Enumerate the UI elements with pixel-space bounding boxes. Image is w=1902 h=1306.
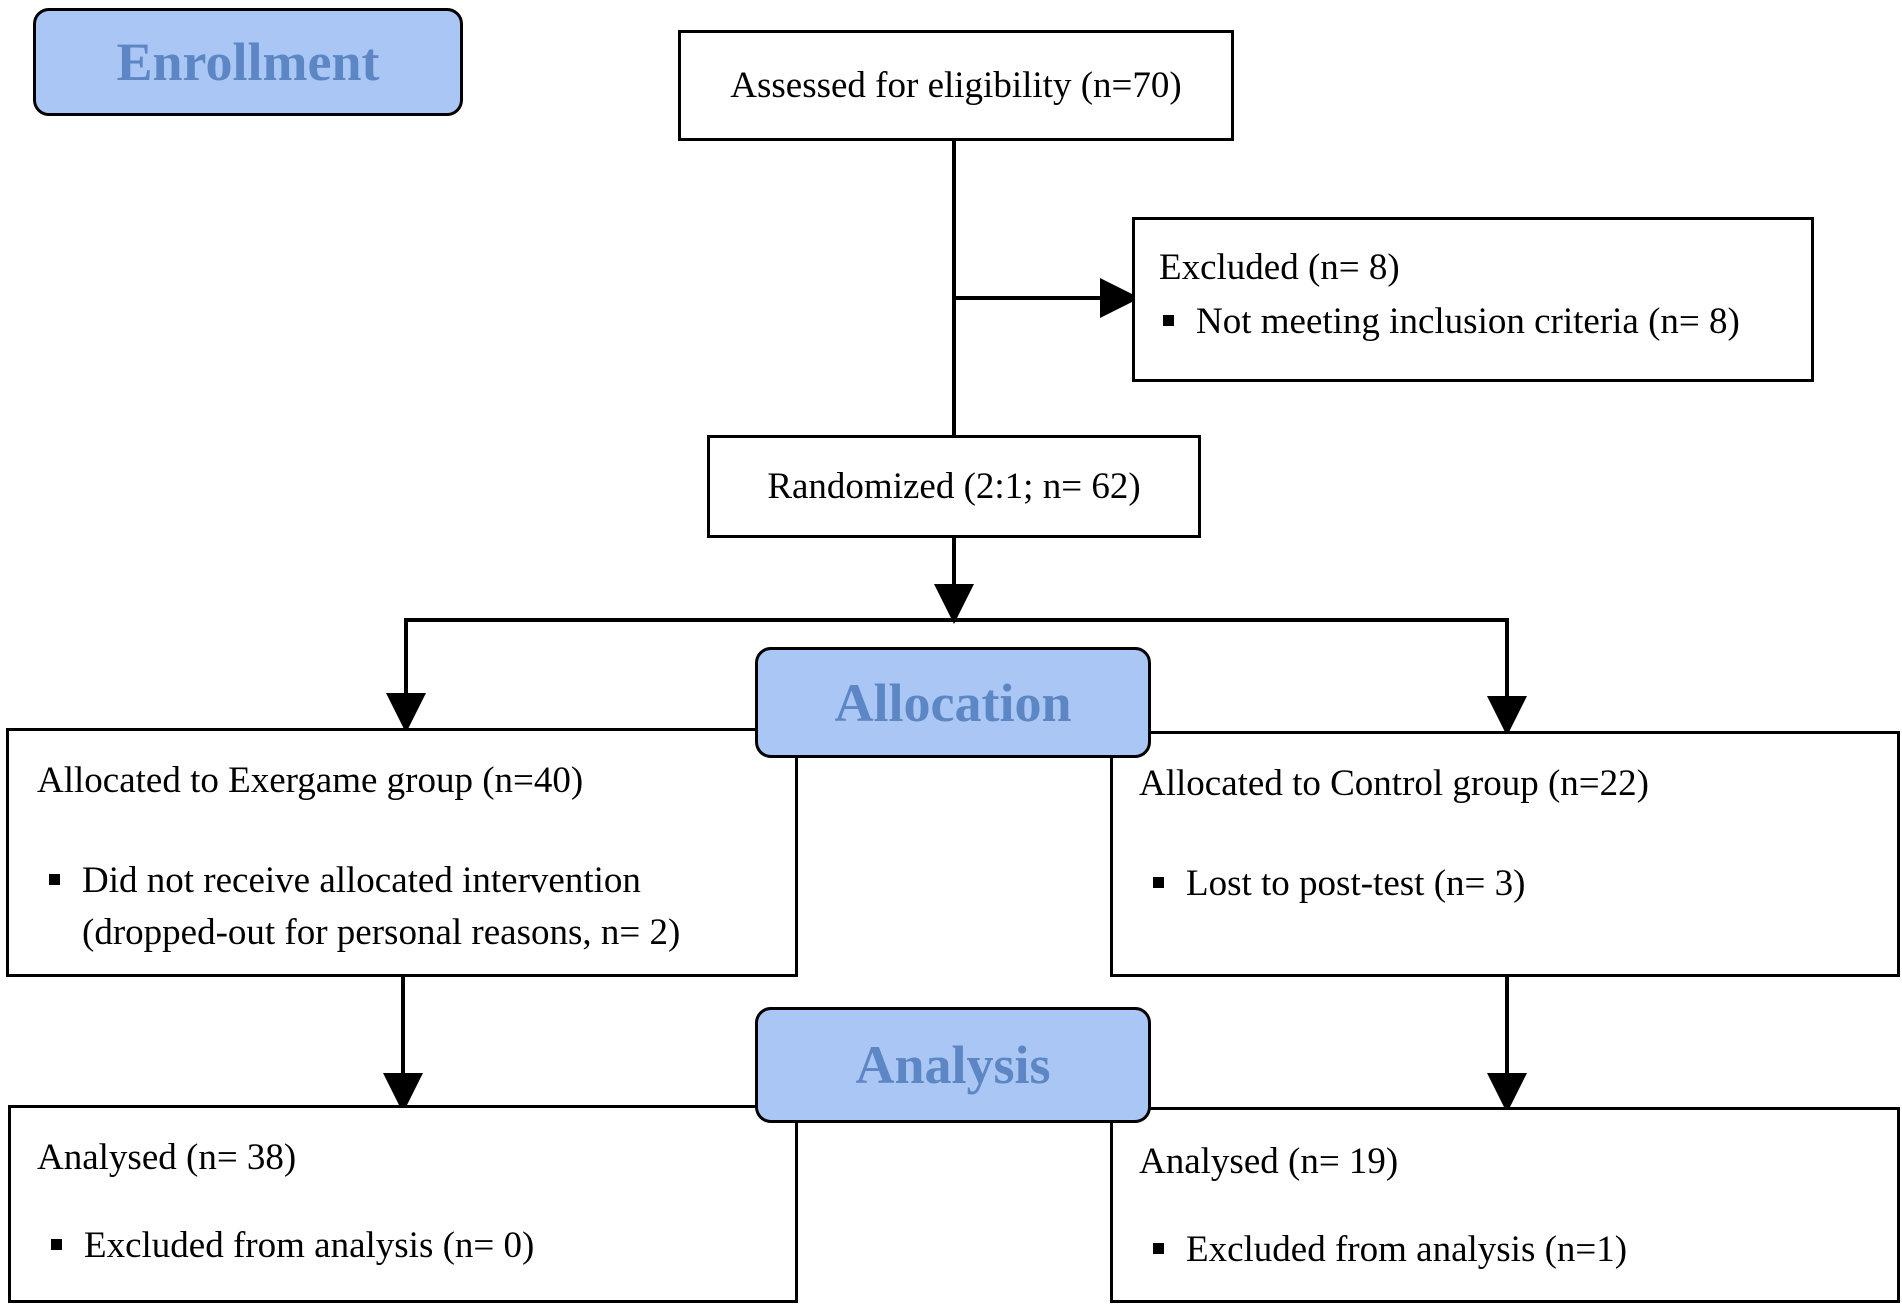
control-allocation-title: Allocated to Control group (n=22) <box>1139 763 1649 804</box>
assessed-label: Assessed for eligibility (n=70) <box>730 65 1182 106</box>
bullet-icon <box>51 1239 62 1251</box>
randomized-label: Randomized (2:1; n= 62) <box>767 466 1141 507</box>
stage-allocation: Allocation <box>755 647 1151 758</box>
stage-allocation-label: Allocation <box>834 672 1072 733</box>
stage-analysis-label: Analysis <box>855 1035 1051 1095</box>
exergame-analysis-box: Analysed (n= 38) Excluded from analysis … <box>8 1105 798 1303</box>
exergame-allocation-box: Allocated to Exergame group (n=40) Did n… <box>6 728 798 977</box>
randomized-box: Randomized (2:1; n= 62) <box>707 435 1201 538</box>
bullet-icon <box>1163 315 1174 327</box>
stage-enrollment-label: Enrollment <box>116 32 380 92</box>
stage-enrollment: Enrollment <box>33 8 463 116</box>
exergame-allocation-item-continued: (dropped-out for personal reasons, n= 2) <box>82 912 681 953</box>
control-allocation-item: Lost to post-test (n= 3) <box>1153 858 1525 910</box>
control-analysis-box: Analysed (n= 19) Excluded from analysis … <box>1110 1107 1900 1303</box>
stage-analysis: Analysis <box>755 1007 1151 1123</box>
exergame-analysis-item: Excluded from analysis (n= 0) <box>51 1220 534 1272</box>
excluded-item: Not meeting inclusion criteria (n= 8) <box>1163 296 1740 348</box>
excluded-box: Excluded (n= 8) Not meeting inclusion cr… <box>1132 217 1814 382</box>
bullet-icon <box>49 874 60 886</box>
exergame-allocation-title: Allocated to Exergame group (n=40) <box>37 760 584 801</box>
assessed-box: Assessed for eligibility (n=70) <box>678 30 1234 141</box>
bullet-icon <box>1153 1243 1164 1255</box>
control-analysis-item: Excluded from analysis (n=1) <box>1153 1224 1627 1276</box>
exergame-analysis-title: Analysed (n= 38) <box>37 1137 297 1178</box>
control-analysis-title: Analysed (n= 19) <box>1139 1141 1399 1182</box>
exergame-allocation-item: Did not receive allocated intervention <box>49 855 641 907</box>
control-allocation-box: Allocated to Control group (n=22) Lost t… <box>1110 731 1900 977</box>
excluded-title: Excluded (n= 8) <box>1159 247 1400 288</box>
bullet-icon <box>1153 877 1164 889</box>
